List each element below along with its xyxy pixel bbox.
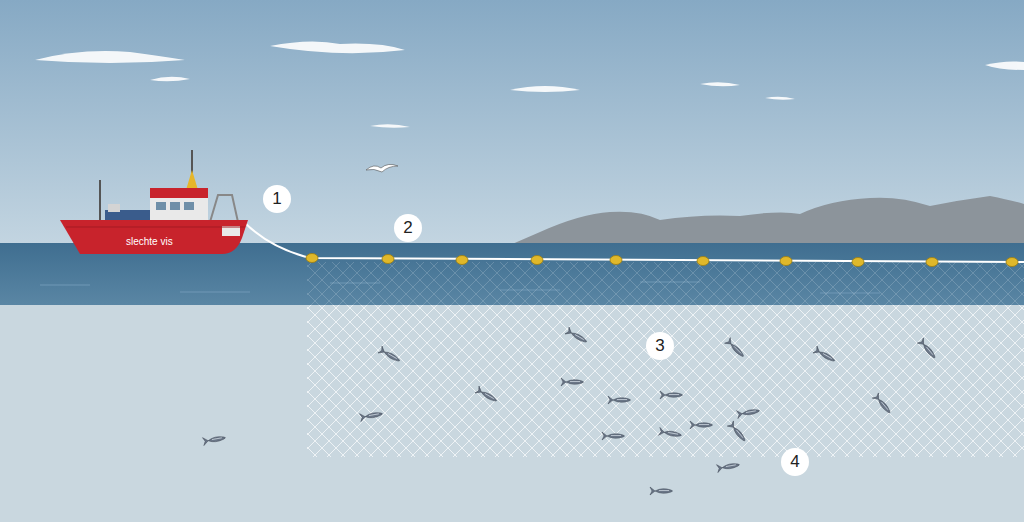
fish-school xyxy=(203,327,938,495)
seagull xyxy=(366,164,398,172)
float-line xyxy=(244,222,1024,262)
callout-number: 1 xyxy=(263,185,291,213)
floats xyxy=(306,254,1018,267)
fishing-boat xyxy=(60,150,248,254)
boat-name: slechte vis xyxy=(126,236,173,248)
gill-net xyxy=(307,305,1024,457)
callout-number: 4 xyxy=(781,448,809,476)
underwater xyxy=(0,305,1024,522)
callout-number: 2 xyxy=(394,214,422,242)
sky xyxy=(0,0,1024,245)
clouds xyxy=(35,41,1024,127)
mountains xyxy=(510,196,1024,245)
callout-number: 3 xyxy=(646,332,674,360)
net-upper xyxy=(307,262,1024,305)
